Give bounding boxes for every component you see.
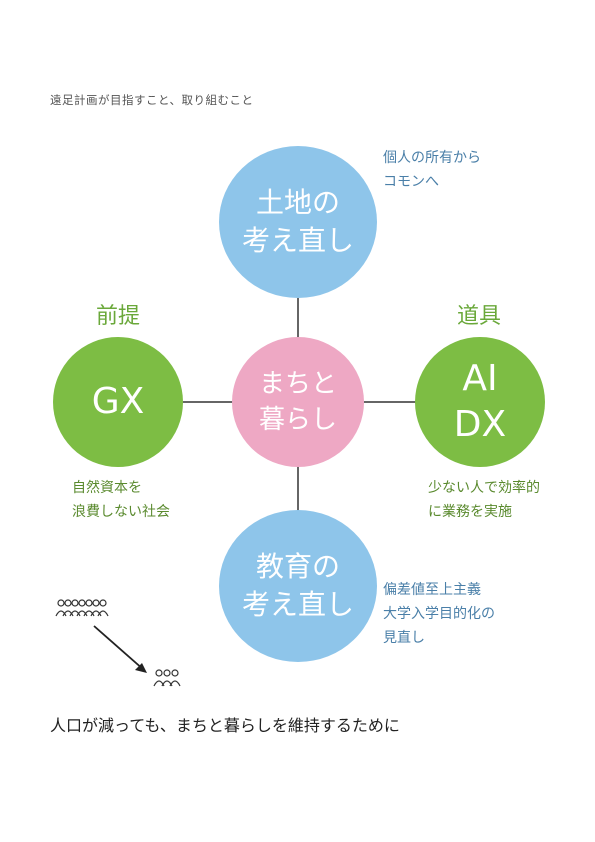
education-rethink-title: 教育の 考え直し [241,550,354,621]
land-rethink-title: 土地の 考え直し [241,186,354,257]
education-rethink-circle: 教育の 考え直し [219,510,377,662]
tools-label: 道具 [457,304,502,329]
premise-label: 前提 [96,304,141,329]
land-rethink-note: 個人の所有から コモンへ [383,150,481,190]
bottom-caption: 人口が減っても、まちと暮らしを維持するために [50,716,400,735]
ai-dx-note: 少ない人で効率的 に業務を実施 [428,480,540,520]
arrow-down-right-icon [93,625,147,673]
gx-title: GX [91,381,145,422]
town-life-circle: まちと 暮らし [232,337,364,467]
education-rethink-note: 偏差値至上主義 大学入学目的化の 見直し [383,582,495,646]
gx-circle: GX [53,337,183,467]
town-life-title: まちと 暮らし [258,369,337,435]
land-rethink-circle: 土地の 考え直し [219,146,377,298]
gx-note: 自然資本を 浪費しない社会 [72,480,170,520]
page-subtitle: 遠足計画が目指すこと、取り組むこと [50,93,254,107]
connector-right [364,401,416,403]
connector-left [183,401,233,403]
connector-bottom [297,466,299,511]
ai-dx-circle: AI DX [415,337,545,467]
small-group-icon [153,669,181,687]
crowd-icon [55,599,109,617]
connector-top [297,298,299,338]
ai-dx-title: AI DX [453,358,507,445]
